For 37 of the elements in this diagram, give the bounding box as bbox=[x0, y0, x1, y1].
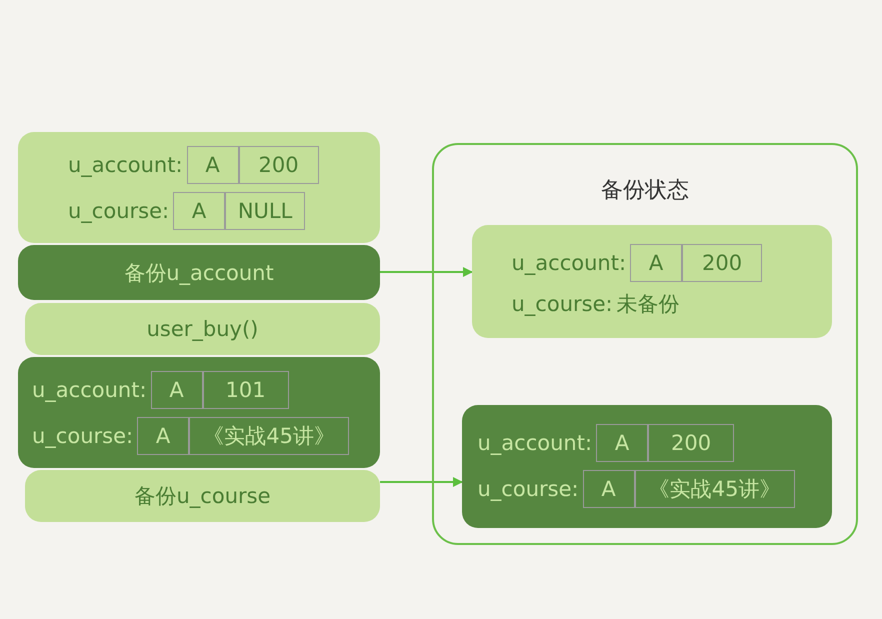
table-cell: 《实战45讲》 bbox=[189, 416, 350, 454]
table-cell: A bbox=[186, 146, 239, 184]
table-cell: 200 bbox=[648, 424, 734, 462]
table-cell: NULL bbox=[225, 192, 306, 230]
table-cell: A bbox=[630, 244, 682, 282]
table-cell: 200 bbox=[238, 146, 319, 184]
step-label: 备份u_course bbox=[133, 483, 272, 510]
field-label: u_course: bbox=[68, 198, 170, 222]
step-band bbox=[25, 303, 380, 355]
table-cell: 200 bbox=[682, 244, 762, 282]
step-band bbox=[25, 470, 380, 522]
field-label: u_course: bbox=[32, 424, 134, 448]
table-cell: A bbox=[150, 370, 203, 408]
table-cell: A bbox=[173, 192, 226, 230]
field-label: u_account: bbox=[68, 152, 183, 176]
field-label: u_account: bbox=[478, 431, 592, 455]
step-label: user_buy() bbox=[146, 317, 260, 341]
arrow bbox=[380, 267, 473, 277]
record-panel bbox=[462, 404, 832, 528]
group-title: 备份状态 bbox=[600, 177, 690, 205]
table-cell: 《实战45讲》 bbox=[634, 470, 795, 508]
step-label: 备份u_account bbox=[123, 260, 275, 286]
group-frame bbox=[432, 143, 858, 545]
field-label: u_account: bbox=[512, 251, 626, 275]
record-panel bbox=[18, 357, 380, 468]
table-cell: A bbox=[596, 424, 648, 462]
table-cell: A bbox=[582, 470, 635, 508]
record-panel bbox=[472, 224, 832, 338]
field-label: u_course: bbox=[512, 292, 613, 316]
table-cell: A bbox=[137, 416, 190, 454]
table-cell: 101 bbox=[202, 370, 289, 408]
field-label: u_account: bbox=[32, 378, 147, 402]
step-band bbox=[18, 245, 380, 300]
field-label: u_course: bbox=[478, 477, 579, 501]
arrow bbox=[380, 477, 463, 487]
field-value: 未备份 bbox=[616, 291, 680, 318]
record-panel bbox=[18, 132, 380, 243]
